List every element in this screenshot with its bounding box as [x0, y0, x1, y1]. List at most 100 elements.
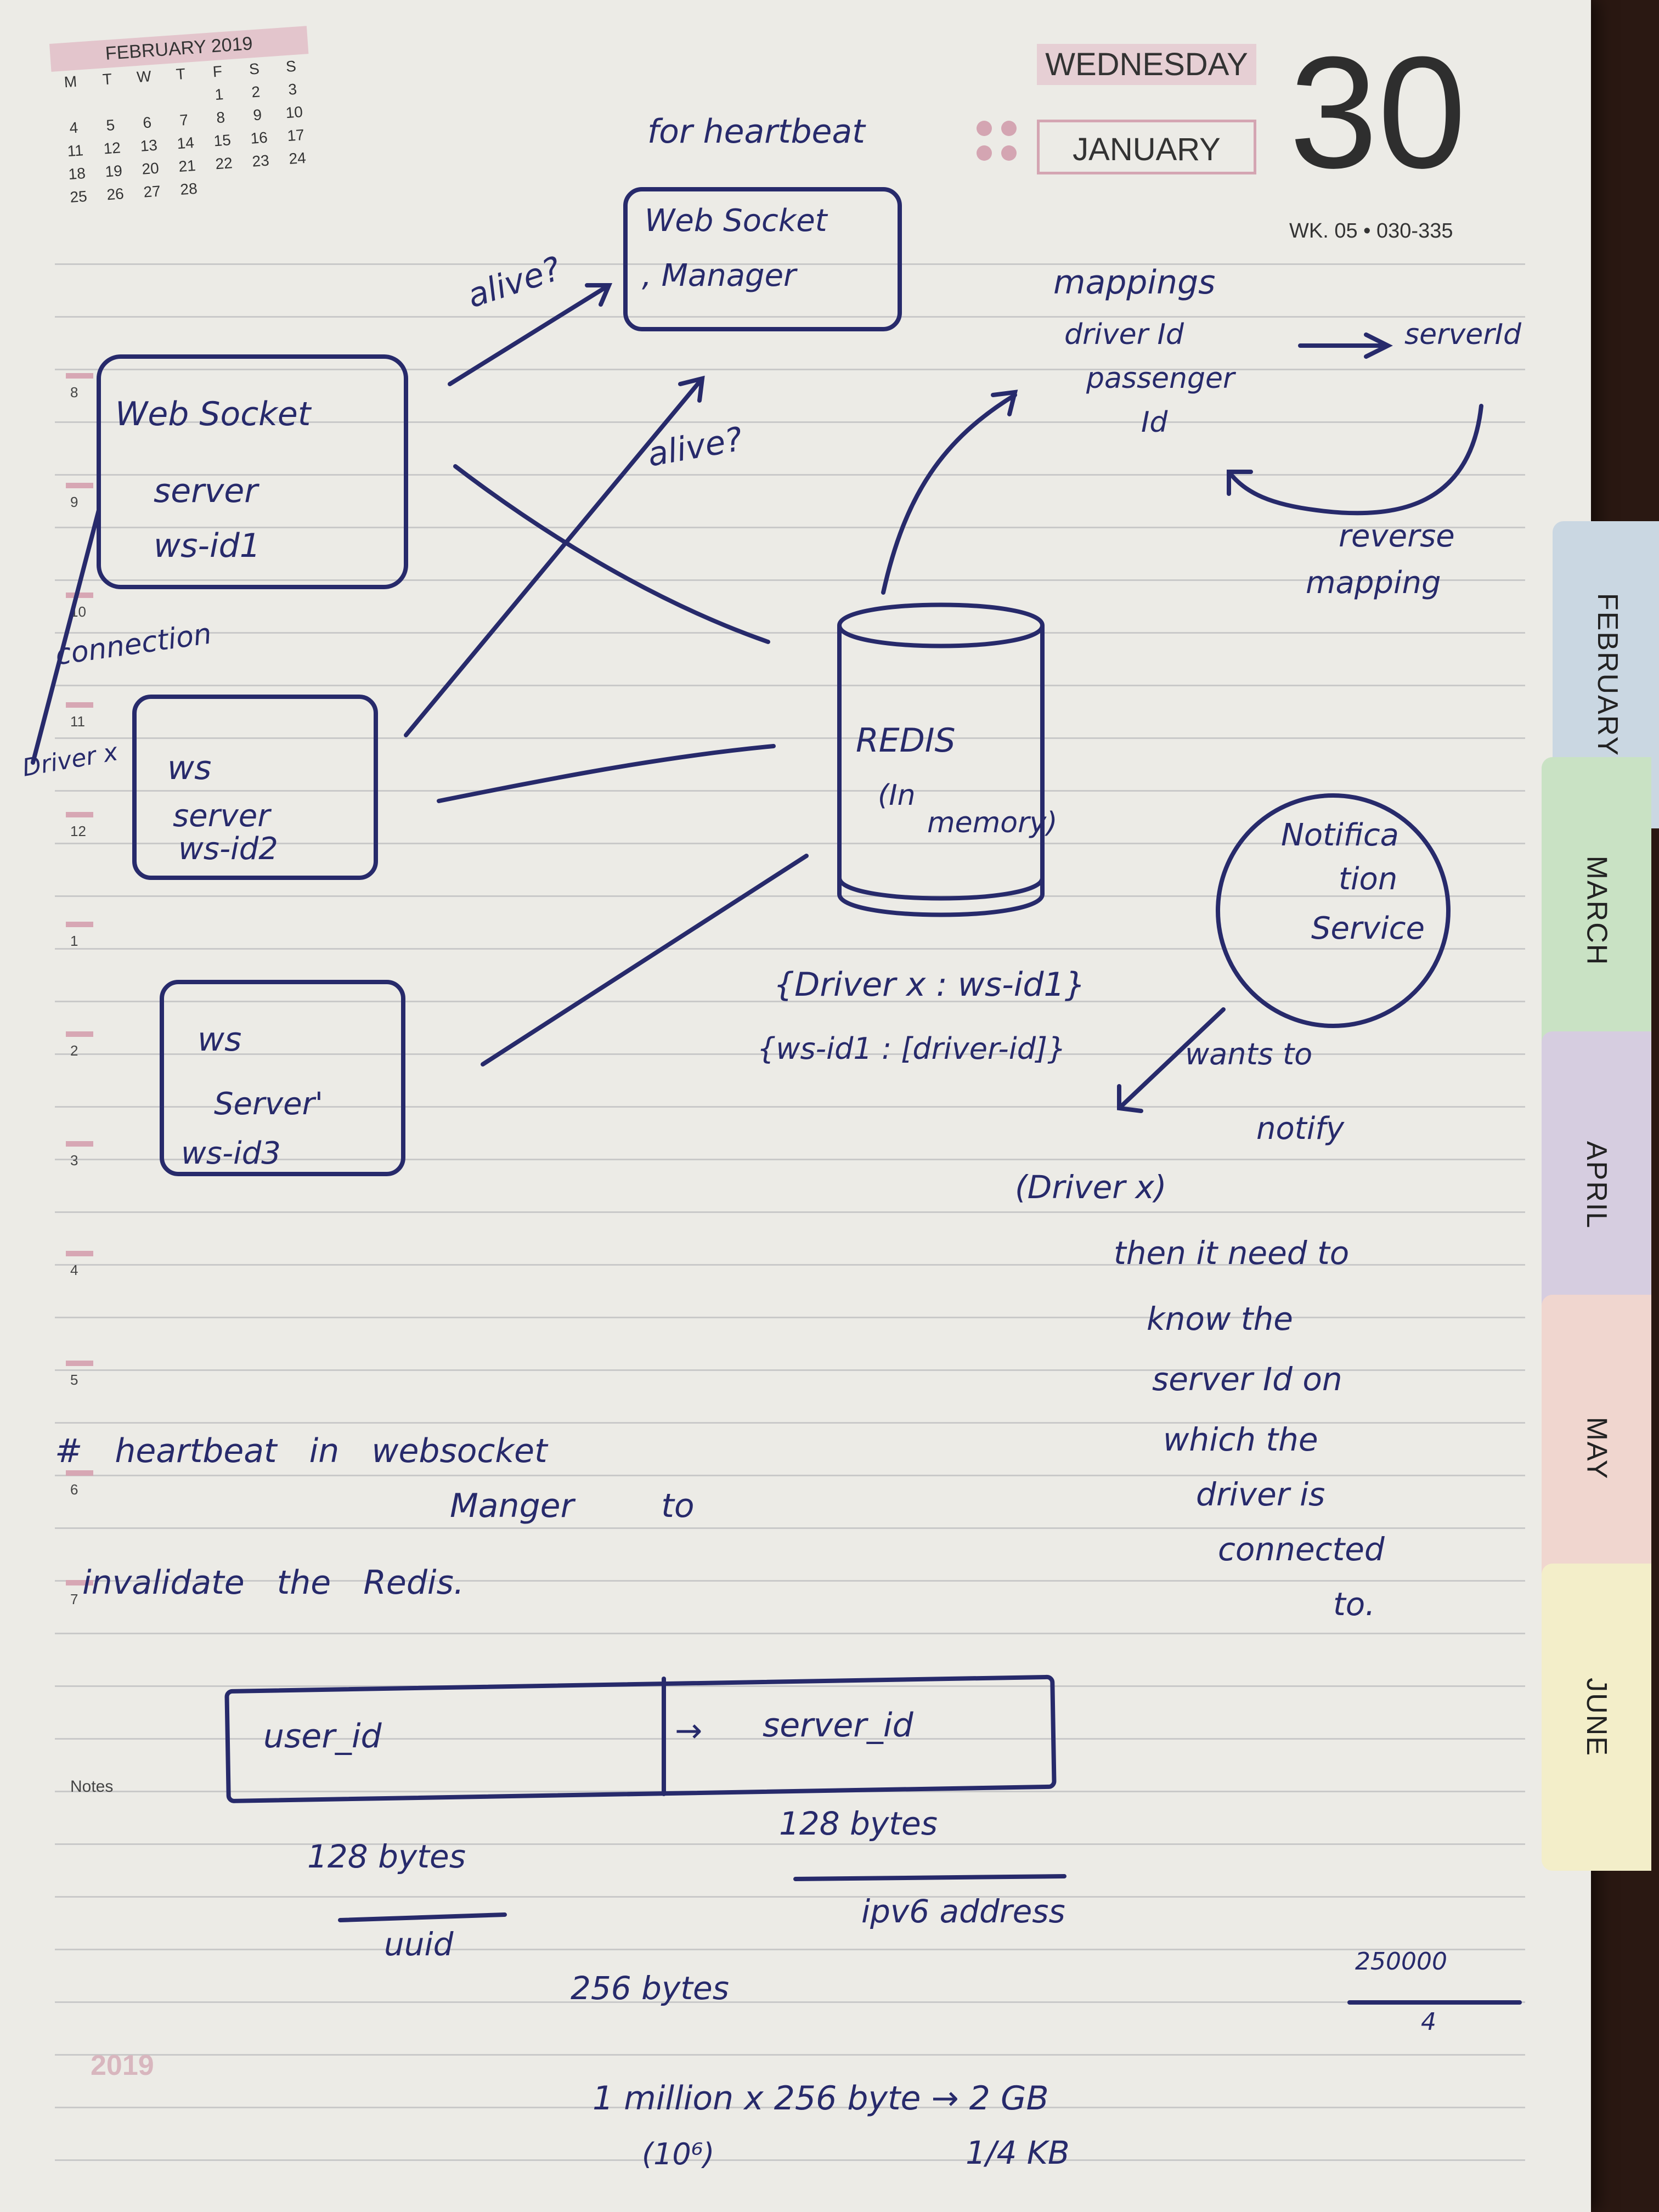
- driver-id-label: driver Id: [1064, 318, 1184, 351]
- ruled-line: [55, 369, 1525, 370]
- tab-may[interactable]: MAY: [1542, 1295, 1651, 1602]
- hour-marker: [66, 1580, 93, 1585]
- notification-label-3: Service: [1311, 911, 1425, 946]
- hour-label: 4: [70, 1262, 78, 1278]
- ws-server-2-label-1: ws: [167, 749, 212, 787]
- hour-label: 8: [70, 384, 78, 400]
- bytes-128-a: 128 bytes: [307, 1838, 466, 1875]
- hour-marker: [66, 812, 93, 817]
- tab-june[interactable]: JUNE: [1542, 1564, 1651, 1871]
- redis-label-2: (In: [878, 779, 916, 812]
- ipv6-label: ipv6 address: [861, 1893, 1065, 1930]
- websocket-manager-label-2: , Manager: [642, 258, 797, 294]
- hour-label: 5: [70, 1372, 78, 1388]
- tab-march[interactable]: MARCH: [1542, 757, 1651, 1064]
- then-line-2: know the: [1147, 1300, 1293, 1338]
- ruled-line: [55, 316, 1525, 318]
- hour-label: 7: [70, 1591, 78, 1607]
- hour-marker: [66, 1141, 93, 1147]
- bytes-128-b: 128 bytes: [779, 1805, 938, 1842]
- ruled-line: [55, 2107, 1525, 2108]
- mapping-entry-2: {ws-id1 : [driver-id]}: [757, 1031, 1066, 1066]
- ruled-line: [55, 263, 1525, 265]
- bytes-underline-2: [793, 1874, 1066, 1881]
- hour-marker: [66, 1470, 93, 1476]
- ruled-line: [55, 1317, 1525, 1318]
- arrow-driver-to-server: [1298, 332, 1393, 359]
- then-line-7: to.: [1333, 1585, 1375, 1623]
- box-user-id: user_id: [263, 1717, 382, 1756]
- hour-marker: [66, 922, 93, 927]
- ws-server-1-label-3: ws-id1: [154, 527, 261, 565]
- line-ws3-to-redis: [481, 854, 809, 1066]
- ruled-line: [55, 1264, 1525, 1266]
- arrow-ws1-to-manager: [448, 283, 613, 386]
- dots-icon: [977, 121, 1020, 170]
- line-ws1-to-redis: [453, 464, 770, 644]
- line-ws2-to-redis: [437, 744, 776, 803]
- redis-label-1: REDIS: [856, 721, 956, 760]
- redis-label-3: memory): [927, 806, 1058, 839]
- wants-to-label: wants to: [1185, 1037, 1313, 1071]
- ruled-line: [55, 1369, 1525, 1371]
- month-tabs: FEBRUARY MARCH APRIL MAY JUNE: [1492, 0, 1659, 2212]
- hour-marker: [66, 483, 93, 488]
- hour-marker: [66, 702, 93, 708]
- hour-marker: [66, 1251, 93, 1256]
- ws-server-1-label-2: server: [154, 472, 258, 510]
- month-name: JANUARY: [1037, 120, 1256, 174]
- hour-label: 9: [70, 494, 78, 510]
- box-server-id: server_id: [763, 1706, 913, 1745]
- quarter-kb-label: 1/4 KB: [966, 2134, 1070, 2171]
- ruled-line: [55, 737, 1525, 739]
- day-name: WEDNESDAY: [1037, 44, 1256, 85]
- hour-marker: [66, 592, 93, 598]
- ruled-line: [55, 1053, 1525, 1055]
- driver-paren-label: (Driver x): [1015, 1169, 1167, 1206]
- websocket-manager-box: [623, 187, 902, 331]
- ruled-line: [55, 1843, 1525, 1845]
- fraction-bottom: 4: [1421, 2008, 1436, 2036]
- ruled-line: [55, 2001, 1525, 2003]
- hour-label: 1: [70, 933, 78, 949]
- bytes-underline-1: [338, 1912, 507, 1922]
- hour-label: 2: [70, 1042, 78, 1059]
- ws-server-3-label-2: Server': [214, 1086, 324, 1122]
- hour-label: 3: [70, 1152, 78, 1169]
- notify-label: notify: [1256, 1111, 1345, 1147]
- reverse-mapping-label-1: reverse: [1339, 518, 1455, 554]
- fraction-top: 250000: [1355, 1948, 1447, 1976]
- tab-april[interactable]: APRIL: [1542, 1031, 1651, 1339]
- ruled-line: [55, 527, 1525, 528]
- ruled-line: [55, 843, 1525, 844]
- ruled-line: [55, 421, 1525, 423]
- ruled-line: [55, 948, 1525, 950]
- mappings-label: mappings: [1053, 263, 1216, 302]
- ruled-line: [55, 1685, 1525, 1687]
- calculation-line: 1 million x 256 byte → 2 GB: [592, 2079, 1049, 2118]
- redis-cylinder: [837, 602, 1045, 917]
- hour-label: 12: [70, 823, 86, 839]
- arrow-ws2-to-manager: [404, 375, 705, 737]
- ruled-line: [55, 474, 1525, 476]
- ruled-line: [55, 1422, 1525, 1424]
- ws-server-3-label-1: ws: [198, 1020, 242, 1059]
- uuid-label: uuid: [384, 1926, 454, 1963]
- ruled-line: [55, 1527, 1525, 1529]
- ruled-line: [55, 895, 1525, 897]
- heartbeat-note-line-1: # heartbeat in websocket: [55, 1432, 548, 1470]
- then-line-5: driver is: [1196, 1476, 1325, 1513]
- ruled-line: [55, 1211, 1525, 1213]
- ruled-line: [55, 1106, 1525, 1108]
- ws-server-3-box: [160, 980, 405, 1176]
- passenger-id-label-2: Id: [1141, 406, 1168, 439]
- websocket-manager-label-1: Web Socket: [645, 203, 827, 239]
- heartbeat-title: for heartbeat: [647, 112, 865, 151]
- then-line-1: then it need to: [1114, 1234, 1350, 1272]
- reverse-mapping-curve: [1227, 404, 1483, 516]
- ten-to-six-label: (10⁶): [642, 2137, 715, 2171]
- ruled-line: [55, 579, 1525, 581]
- ruled-line: [55, 1738, 1525, 1740]
- arrow-redis-to-mappings: [881, 390, 1018, 595]
